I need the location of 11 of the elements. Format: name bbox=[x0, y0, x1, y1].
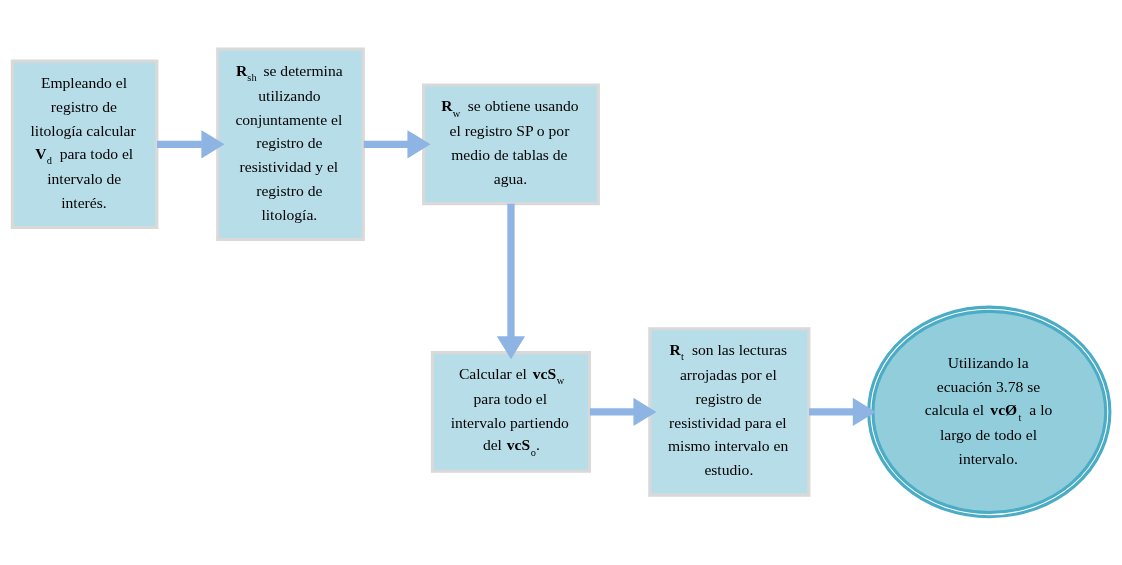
node-box: Calcular el vcS$_{w}$ para todo el intervalo partiendo del vcS$_{o}$. bbox=[430, 350, 592, 473]
node-box: Empleando el registro de litología calcular V$_{d}$ para todo el intervalo de interés. bbox=[10, 59, 159, 229]
node-box: R$_{t}$ son las lecturas arrojadas por el registro de resistividad para el mismo intervalo en estudio. bbox=[648, 326, 811, 497]
arrow bbox=[809, 397, 876, 426]
node-box: R$_{w}$ se obtiene usando el registro SP o por medio de tablas de agua. bbox=[422, 82, 600, 205]
node-box: R$_{sh}$ se determina utilizando conjuntamente el registro de resistividad y el registro de litología. bbox=[216, 47, 365, 241]
arrow bbox=[496, 203, 526, 359]
node-ellipse: Utilizando la ecuación 3.78 se calcula el vcØ$_{t}$ a lo largo de todo el intervalo. bbox=[867, 305, 1112, 518]
arrow bbox=[363, 129, 431, 158]
arrow bbox=[589, 397, 657, 426]
arrow bbox=[157, 129, 225, 158]
